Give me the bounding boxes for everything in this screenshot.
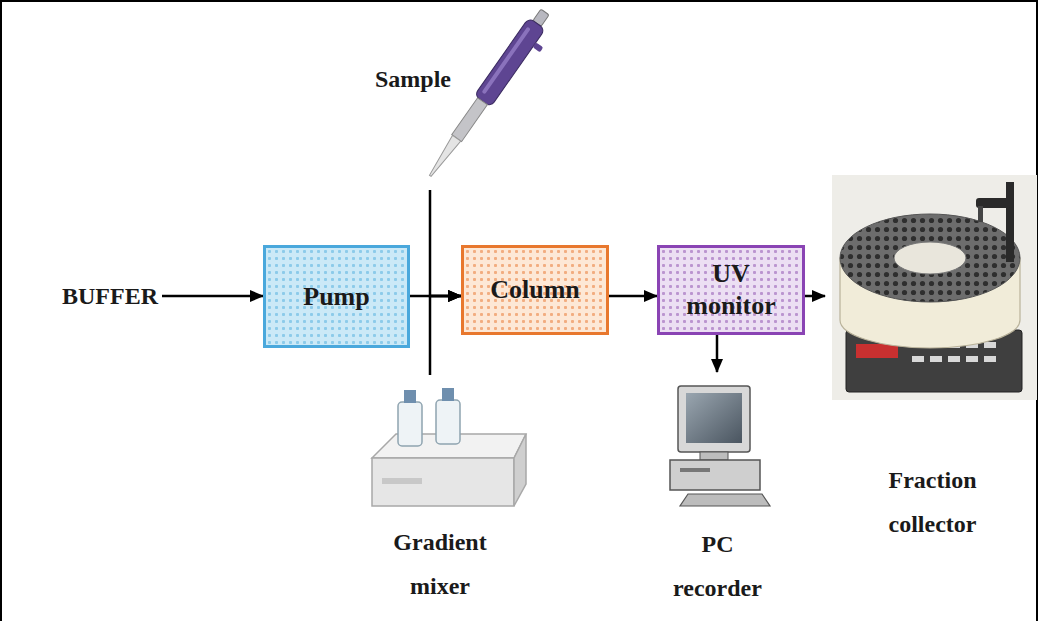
node-label: Fraction collector (845, 458, 1020, 546)
flow-arrow (430, 190, 461, 296)
node-label: Sample (363, 57, 463, 101)
flow-arrow (716, 335, 719, 372)
column-box: Column (461, 245, 609, 335)
fraction-collector: Fraction collector (825, 170, 1040, 548)
node-label: BUFFER (62, 281, 162, 311)
gradient-mixer: Gradient mixer (345, 375, 535, 613)
flow-arrow (805, 295, 825, 298)
computer-picture (670, 386, 770, 506)
node-label: Gradient mixer (370, 520, 510, 608)
pump-box: Pump (263, 245, 410, 348)
flow-arrow (609, 295, 657, 298)
box-label: Pump (303, 281, 369, 313)
flow-arrow (162, 295, 263, 298)
pipette-picture (422, 6, 560, 186)
flow-arrow (430, 296, 461, 375)
gradient-mixer-picture (372, 388, 526, 506)
box-label: Column (490, 274, 580, 306)
uv-monitor-box: UV monitor (657, 245, 805, 335)
buffer-label: BUFFER (62, 281, 162, 311)
box-label: UV monitor (675, 258, 787, 322)
node-label: PC recorder (655, 522, 780, 610)
sample-source: Sample (355, 5, 555, 190)
pc-recorder: PC recorder (650, 372, 785, 612)
fraction-collector-picture (832, 175, 1037, 400)
